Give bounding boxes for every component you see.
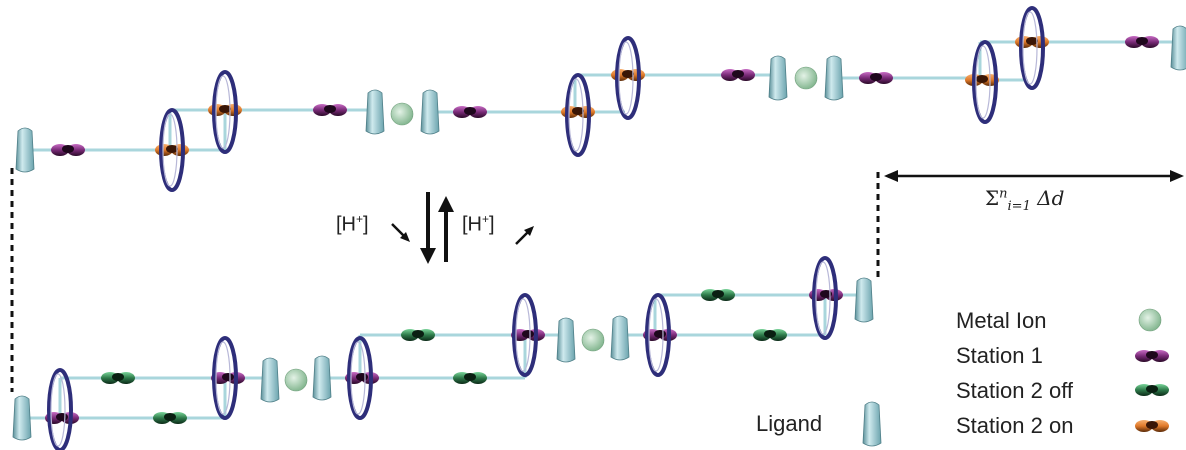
legend-station2-off-label: Station 2 off [956,378,1074,403]
proton-right-sup: + [482,212,490,226]
equilibrium-arrows [391,192,534,264]
proton-left-close: ] [363,213,369,236]
legend-station1-label: Station 1 [956,343,1043,368]
displacement-sum-label: Σni=1 Δd [985,186,1064,214]
proton-right-close: ] [489,213,495,236]
proton-right-base: [H [462,213,482,236]
displacement-guides [10,168,1184,392]
station2-on-icon [1135,420,1169,432]
legend-station2-on-label: Station 2 on [956,413,1074,438]
legend-metal-ion-label: Metal Ion [956,308,1047,333]
metal-ion-icon [1138,308,1162,332]
station1-icon [1135,350,1169,362]
sum-upper: n [999,186,1008,202]
proton-label-left: [H+] [336,212,369,237]
sum-sigma: Σ [985,186,1000,210]
proton-left-base: [H [336,213,356,236]
station2-off-icon [1135,384,1169,396]
sum-delta: Δd [1037,186,1065,210]
sum-lower: i=1 [1007,199,1031,214]
proton-left-sup: + [356,212,364,226]
bottom-polymer-chain [12,256,874,450]
ligand-icon [862,401,882,447]
proton-label-right: [H+] [462,212,495,237]
legend-ligand-label: Ligand [756,411,823,436]
top-polymer-chain [15,6,1186,192]
